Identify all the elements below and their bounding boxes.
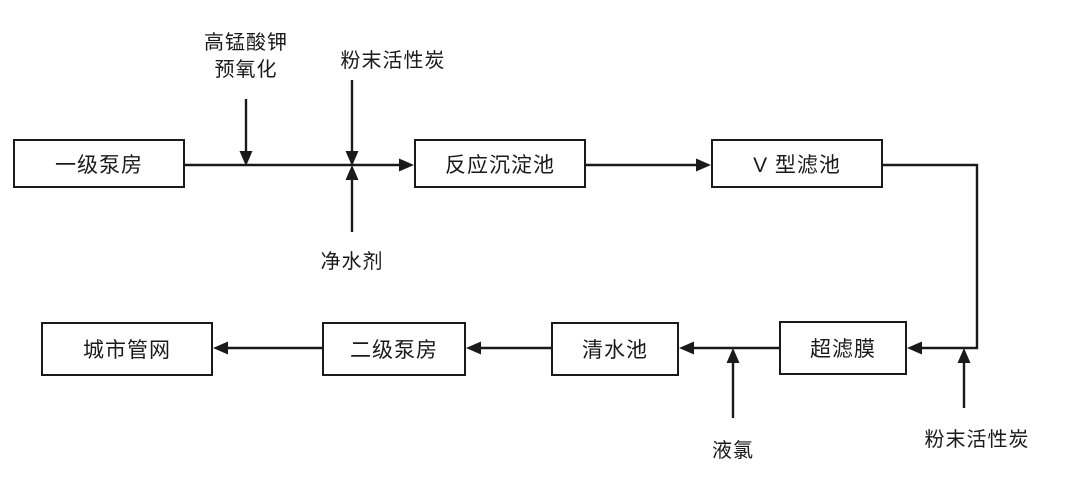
label-powdered-activated-carbon-top: 粉末活性炭: [340, 50, 446, 72]
arrowhead-into-network: [213, 341, 228, 355]
arrowhead-carbon-dosing-top: [345, 151, 359, 166]
node-city-pipe-network[interactable]: 城市管网: [41, 322, 213, 376]
arrowhead-into-tank: [679, 341, 694, 355]
arrowhead-carbon-dosing-bottom: [957, 348, 971, 363]
node-label: 反应沉淀池: [445, 153, 555, 177]
node-clear-water-tank[interactable]: 清水池: [551, 322, 679, 376]
arrowhead-into-secondary-pump: [466, 341, 481, 355]
label-powdered-activated-carbon-bottom: 粉末活性炭: [924, 429, 1030, 451]
label-liquid-chlorine: 液氯: [712, 440, 754, 462]
arrowhead-into-ultrafiltration: [907, 341, 922, 355]
node-ultrafiltration-membrane[interactable]: 超滤膜: [779, 321, 907, 375]
arrowhead-into-filter: [696, 158, 711, 172]
node-label: 清水池: [582, 339, 648, 362]
node-label: 一级泵房: [55, 153, 143, 177]
arrowhead-purifying-agent-dosing: [345, 165, 359, 180]
arrowhead-into-sedimentation: [399, 158, 414, 172]
node-reaction-sedimentation[interactable]: 反应沉淀池: [414, 139, 586, 188]
arrowhead-chlorine-dosing: [726, 348, 740, 363]
node-label: V 型滤池: [753, 153, 841, 177]
node-v-type-filter[interactable]: V 型滤池: [711, 139, 883, 188]
arrowhead-permanganate-dosing: [239, 151, 253, 166]
label-potassium-permanganate-preoxidation: 高锰酸钾预氧化: [204, 32, 288, 81]
node-label: 城市管网: [83, 339, 171, 362]
node-label: 超滤膜: [810, 338, 876, 361]
node-secondary-pump-house[interactable]: 二级泵房: [322, 322, 466, 376]
node-primary-pump-house[interactable]: 一级泵房: [13, 139, 185, 188]
node-label: 二级泵房: [350, 339, 438, 362]
label-water-purifying-agent: 净水剂: [320, 251, 384, 273]
